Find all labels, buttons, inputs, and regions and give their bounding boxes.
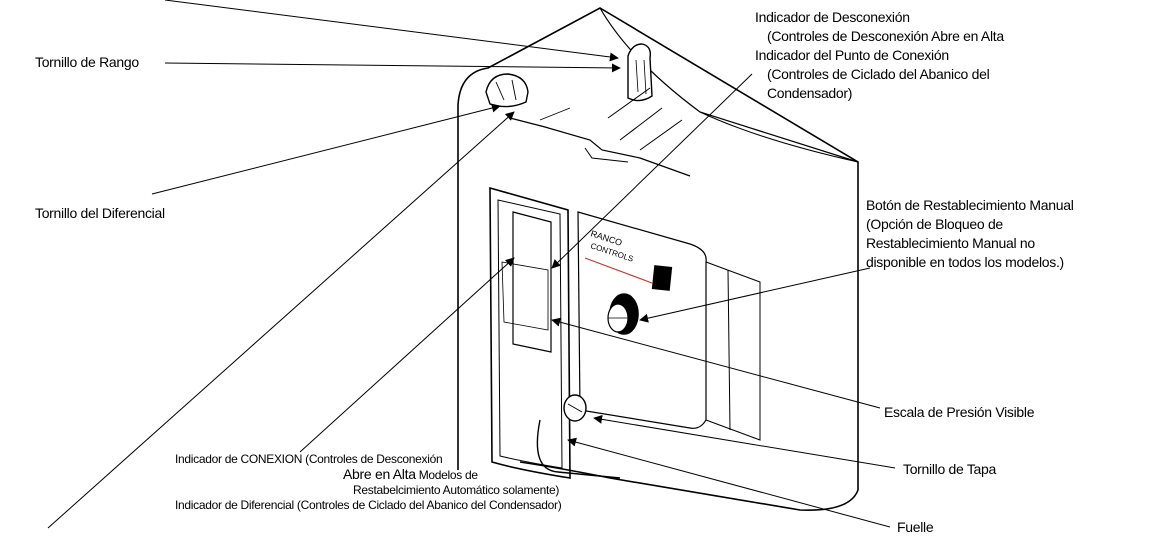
label-manual-reset-button: Botón de Restablecimiento Manual (Opción… [866,196,1074,272]
manual-reset-line4: disponible en todos los modelos.) [866,254,1064,270]
label-pressure-scale: Escala de Presión Visible [884,404,1035,420]
label-connection-indicator: Indicador de CONEXION (Controles de Desc… [175,452,559,498]
manual-reset-line1: Botón de Restablecimiento Manual [866,197,1074,213]
label-cover-screw: Tornillo de Tapa [903,461,997,477]
connect-point-line1: Indicador del Punto de Conexión [755,47,949,63]
label-disconnect-indicator: Indicador de Desconexión (Controles de D… [755,8,1004,46]
leader-range-screw [164,62,621,73]
housing-right-shoulder [699,111,859,163]
label-differential-screw: Tornillo del Diferencial [35,205,165,221]
manual-reset-line3: Restablecimiento Manual no [866,235,1035,251]
disconnect-line1: Indicador de Desconexión [755,9,910,25]
bellows [536,419,621,479]
connection-line2b: Modelos de [418,468,478,482]
top-slot [509,117,691,177]
logo-mark [651,265,673,291]
top-notch [584,147,629,163]
range-screw-knob [627,43,653,102]
label-differential-indicator: Indicador de Diferencial (Controles de C… [175,498,562,512]
label-connect-point-indicator: Indicador del Punto de Conexión (Control… [755,46,990,103]
front-panel [489,186,571,479]
leader-differential-indicator [47,111,515,529]
leader-connection-indicator [299,257,515,453]
disconnect-line2: (Controles de Desconexión Abre en Alta [767,28,1004,44]
leader-cover-screw [593,414,896,469]
label-range-screw: Tornillo de Rango [35,54,139,70]
differential-screw-knob [485,73,529,108]
connection-line2: Abre en Alta Modelos de [175,467,559,483]
connection-line3: Restabelcimiento Automático solamente) [353,483,560,497]
leader-differential-screw [151,103,501,195]
leader-manual-reset [639,267,871,323]
scale-window-lower [501,261,549,331]
connect-point-line2: (Controles de Ciclado del Abanico del [767,66,990,82]
side-panel-edge [705,261,761,441]
label-bellows: Fuelle [897,519,934,535]
front-panel-inner [497,199,563,469]
connect-point-line3: Condensador) [767,85,853,101]
leader-top-knob [164,0,619,62]
housing-outline [457,7,859,511]
leader-pressure-scale [551,317,881,409]
leader-connect-point [551,73,753,269]
manual-reset-line2: (Opción de Bloqueo de [866,216,1003,232]
side-crease [727,269,731,431]
leader-lines [47,0,896,529]
leader-bellows [567,437,891,528]
connection-line2a: Abre en Alta [343,466,416,482]
connection-line1: Indicador de CONEXION (Controles de Desc… [175,452,443,466]
scale-window [512,211,552,353]
